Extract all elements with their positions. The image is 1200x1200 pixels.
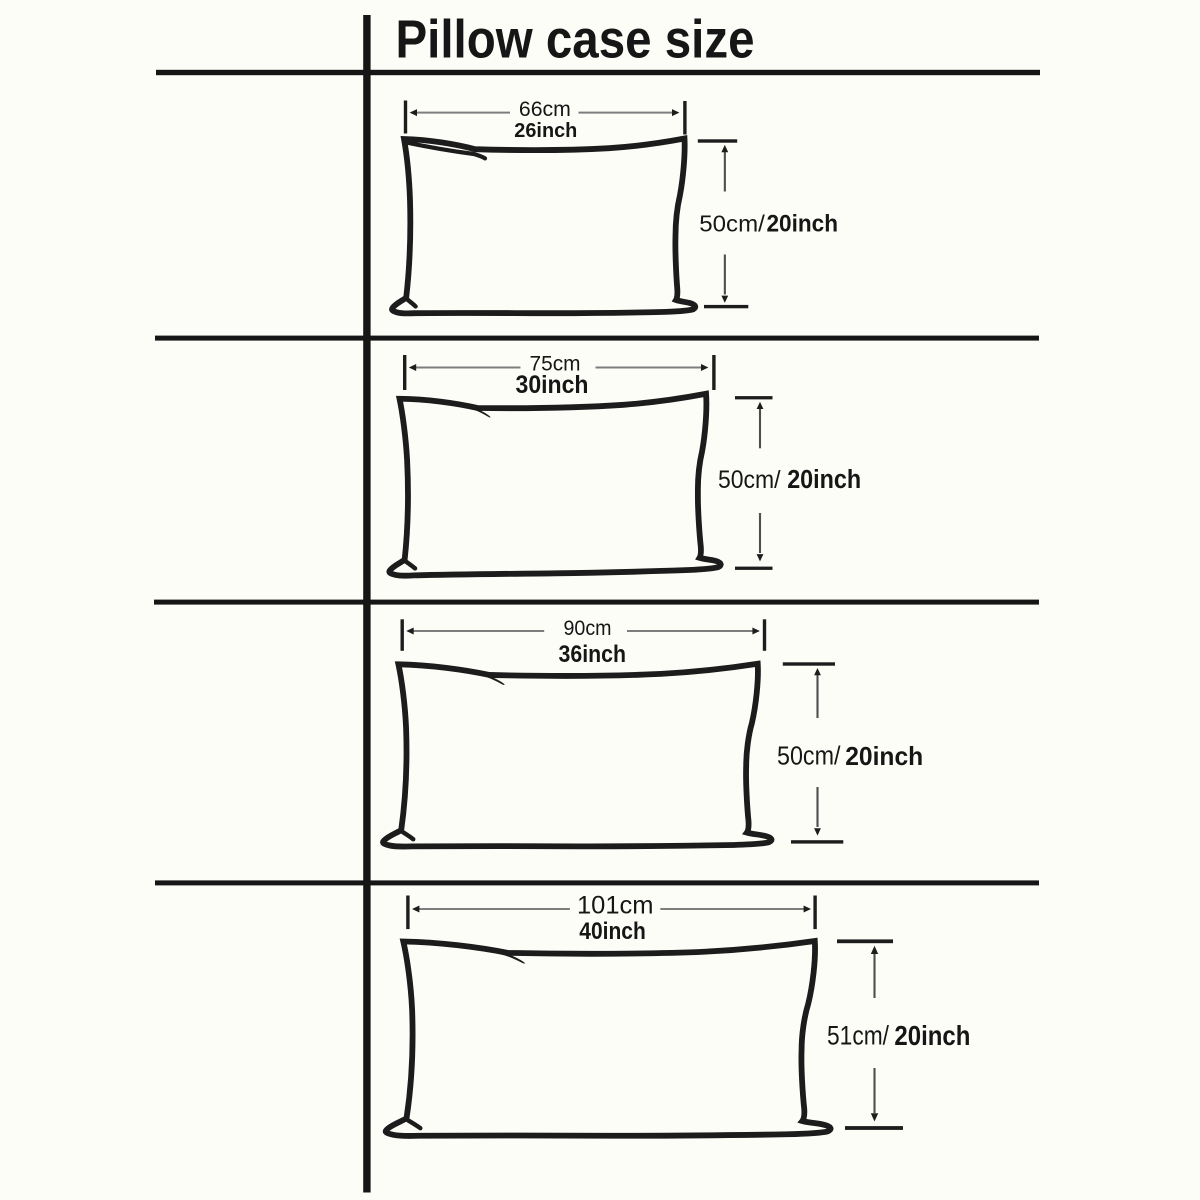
svg-text:66cm: 66cm xyxy=(519,98,571,121)
svg-text:40inch: 40inch xyxy=(579,918,646,945)
svg-text:Pillow case size: Pillow case size xyxy=(396,9,755,69)
svg-text:20inch: 20inch xyxy=(767,211,839,238)
svg-text:50cm/: 50cm/ xyxy=(777,743,841,771)
svg-text:20inch: 20inch xyxy=(894,1020,970,1051)
svg-text:30inch: 30inch xyxy=(516,371,589,399)
svg-text:36inch: 36inch xyxy=(559,641,627,668)
svg-text:20inch: 20inch xyxy=(787,466,861,494)
svg-text:50cm/: 50cm/ xyxy=(699,210,765,236)
svg-text:101cm: 101cm xyxy=(577,892,654,920)
svg-text:75cm: 75cm xyxy=(530,352,581,376)
svg-text:90cm: 90cm xyxy=(564,616,612,640)
svg-text:50cm/: 50cm/ xyxy=(718,466,781,494)
svg-text:26inch: 26inch xyxy=(514,120,577,142)
svg-text:20inch: 20inch xyxy=(845,741,923,771)
svg-text:51cm/: 51cm/ xyxy=(827,1021,889,1051)
